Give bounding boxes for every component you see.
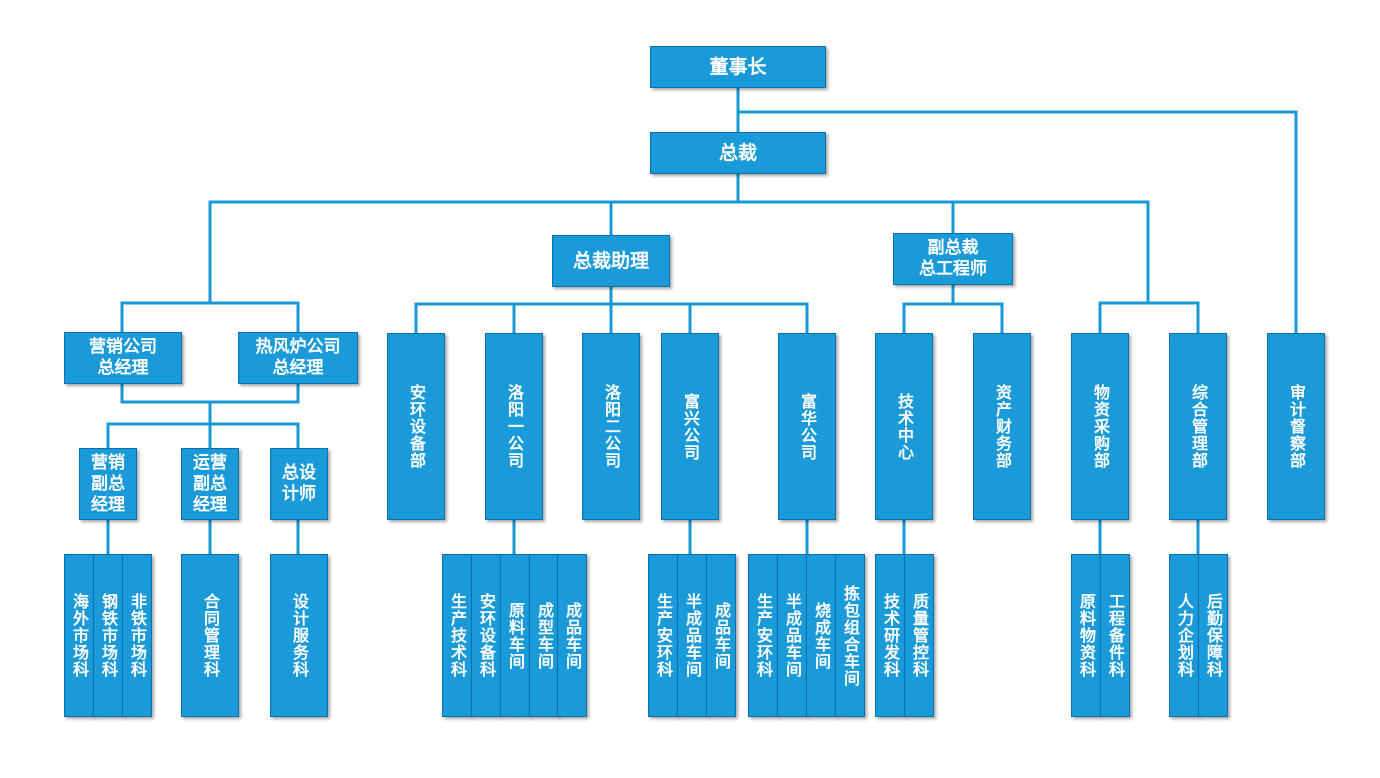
- dept-engineering-parts: 工程备件科: [1100, 554, 1130, 717]
- unit-purchasing: 物资采购部: [1071, 333, 1129, 520]
- dept-hr-planning: 人力企划科: [1169, 554, 1199, 717]
- unit-anhuan-label: 安环设备部: [407, 384, 426, 469]
- dept-contract-label: 合同管理科: [201, 593, 220, 678]
- unit-fuhua-label: 富华公司: [798, 392, 817, 461]
- dept-fh-firing-label: 烧成车间: [812, 601, 831, 670]
- unit-audit: 审计督察部: [1267, 333, 1325, 520]
- dept-l1-raw-workshop-label: 原料车间: [506, 601, 525, 670]
- dept-l1-forming-workshop: 成型车间: [529, 554, 559, 717]
- chairman-box: 董事长: [650, 46, 826, 88]
- dept-quality: 质量管控科: [904, 554, 934, 717]
- sales-vgm-label: 营销 副总 经理: [91, 452, 125, 515]
- assistant-label: 总裁助理: [572, 249, 649, 272]
- unit-fuhua: 富华公司: [778, 333, 836, 520]
- dept-tech-rd-label: 技术研发科: [881, 593, 900, 678]
- dept-fx-safety-label: 生产安环科: [654, 593, 673, 678]
- unit-anhuan: 安环设备部: [387, 333, 445, 520]
- unit-tech-center: 技术中心: [875, 333, 933, 520]
- unit-general-mgmt-label: 综合管理部: [1189, 384, 1208, 469]
- dept-l1-raw-workshop: 原料车间: [500, 554, 530, 717]
- unit-purchasing-label: 物资采购部: [1091, 384, 1110, 469]
- hotblast-gm-box: 热风炉公司 总经理: [238, 332, 358, 384]
- dept-overseas: 海外市场科: [64, 554, 94, 717]
- vice-president-box: 副总裁 总工程师: [893, 233, 1013, 285]
- dept-nonferrous: 非铁市场科: [122, 554, 152, 717]
- dept-fh-semi-label: 半成品车间: [783, 593, 802, 678]
- dept-steel: 钢铁市场科: [93, 554, 123, 717]
- dept-l1-finished-workshop: 成品车间: [557, 554, 587, 717]
- dept-l1-safety-equip: 安环设备科: [471, 554, 501, 717]
- ops-vgm-label: 运营 副总 经理: [193, 452, 227, 515]
- vice-president-label: 副总裁 总工程师: [919, 238, 987, 279]
- dept-l1-finished-workshop-label: 成品车间: [563, 601, 582, 670]
- unit-finance-label: 资产财务部: [993, 384, 1012, 469]
- dept-quality-label: 质量管控科: [910, 593, 929, 678]
- dept-fx-finished: 成品车间: [706, 554, 736, 717]
- dept-fh-packing: 拣包组合车间: [835, 554, 865, 717]
- dept-fh-semi: 半成品车间: [777, 554, 807, 717]
- dept-fh-firing: 烧成车间: [806, 554, 836, 717]
- dept-contract: 合同管理科: [181, 554, 239, 717]
- chairman-label: 董事长: [709, 55, 767, 78]
- president-box: 总裁: [650, 132, 826, 174]
- dept-logistics: 后勤保障科: [1198, 554, 1228, 717]
- sales-vgm-box: 营销 副总 经理: [79, 448, 137, 520]
- dept-l1-prod-tech: 生产技术科: [442, 554, 472, 717]
- dept-l1-prod-tech-label: 生产技术科: [448, 593, 467, 678]
- unit-tech-center-label: 技术中心: [895, 392, 914, 461]
- dept-fh-safety-label: 生产安环科: [754, 593, 773, 678]
- dept-l1-safety-equip-label: 安环设备科: [477, 593, 496, 678]
- dept-design-service-label: 设计服务科: [290, 593, 309, 678]
- chief-designer-label: 总设 计师: [282, 463, 316, 504]
- unit-audit-label: 审计督察部: [1287, 384, 1306, 469]
- dept-fx-finished-label: 成品车间: [712, 601, 731, 670]
- unit-fuxing: 富兴公司: [661, 333, 719, 520]
- dept-fx-safety: 生产安环科: [648, 554, 678, 717]
- dept-nonferrous-label: 非铁市场科: [128, 593, 147, 678]
- dept-l1-forming-workshop-label: 成型车间: [535, 601, 554, 670]
- dept-steel-label: 钢铁市场科: [99, 593, 118, 678]
- sales-gm-label: 营销公司 总经理: [89, 337, 157, 378]
- unit-luoyang1-label: 洛阳一公司: [505, 384, 524, 469]
- unit-general-mgmt: 综合管理部: [1169, 333, 1227, 520]
- dept-fx-semi-label: 半成品车间: [683, 593, 702, 678]
- dept-engineering-parts-label: 工程备件科: [1106, 593, 1125, 678]
- dept-fh-packing-label: 拣包组合车间: [841, 584, 860, 687]
- dept-fh-safety: 生产安环科: [748, 554, 778, 717]
- dept-logistics-label: 后勤保障科: [1204, 593, 1223, 678]
- dept-tech-rd: 技术研发科: [875, 554, 905, 717]
- dept-hr-planning-label: 人力企划科: [1175, 593, 1194, 678]
- hotblast-gm-label: 热风炉公司 总经理: [255, 337, 341, 378]
- chief-designer-box: 总设 计师: [270, 448, 328, 520]
- dept-raw-materials: 原料物资科: [1071, 554, 1101, 717]
- president-label: 总裁: [718, 141, 757, 164]
- assistant-box: 总裁助理: [552, 235, 670, 287]
- dept-fx-semi: 半成品车间: [677, 554, 707, 717]
- dept-raw-materials-label: 原料物资科: [1077, 593, 1096, 678]
- ops-vgm-box: 运营 副总 经理: [181, 448, 239, 520]
- sales-gm-box: 营销公司 总经理: [64, 332, 182, 384]
- unit-fuxing-label: 富兴公司: [681, 392, 700, 461]
- unit-luoyang2-label: 洛阳二公司: [602, 384, 621, 469]
- dept-overseas-label: 海外市场科: [70, 593, 89, 678]
- dept-design-service: 设计服务科: [270, 554, 328, 717]
- unit-finance: 资产财务部: [973, 333, 1031, 520]
- unit-luoyang2: 洛阳二公司: [582, 333, 640, 520]
- unit-luoyang1: 洛阳一公司: [485, 333, 543, 520]
